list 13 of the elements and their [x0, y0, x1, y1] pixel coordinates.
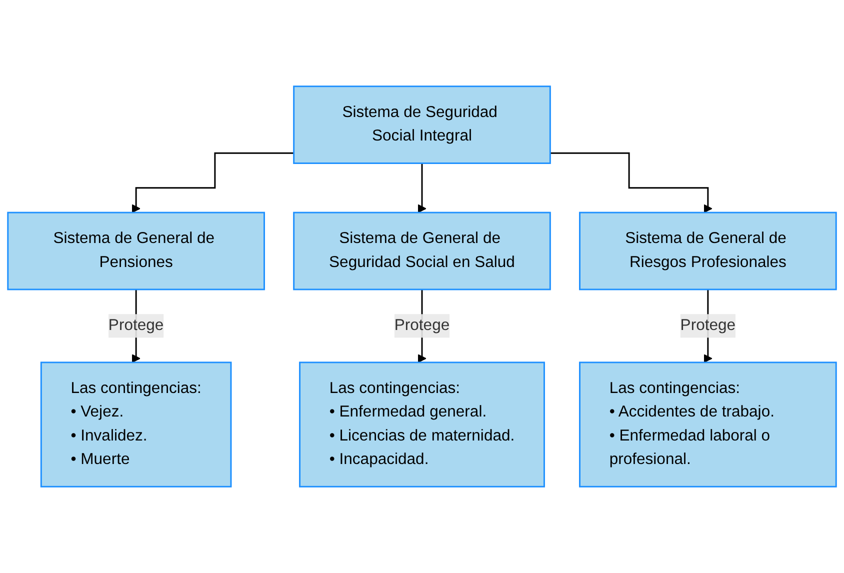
edge-label: Protege	[680, 317, 736, 334]
edge-label: Protege	[108, 317, 164, 334]
node-box: Las contingencias: • Vejez. • Invalidez. • Muerte	[40, 362, 232, 488]
node-box: Sistema de General de Seguridad Social en Salud	[293, 212, 551, 290]
arrow	[550, 152, 712, 213]
node-box: Las contingencias: • Enfermedad general. • Licencias de maternidad. • Incapacidad.	[299, 362, 545, 488]
node-box: Las contingencias: • Accidentes de trabajo. • Enfermedad laboral o profesional.	[579, 362, 837, 488]
node-box: Sistema de General de Riesgos Profesionales	[579, 212, 837, 290]
node-box: Sistema de Seguridad Social Integral	[293, 86, 551, 164]
arrow	[132, 152, 294, 213]
node-box: Sistema de General de Pensiones	[7, 212, 265, 290]
arrow	[418, 162, 426, 213]
edge-label: Protege	[394, 317, 450, 334]
